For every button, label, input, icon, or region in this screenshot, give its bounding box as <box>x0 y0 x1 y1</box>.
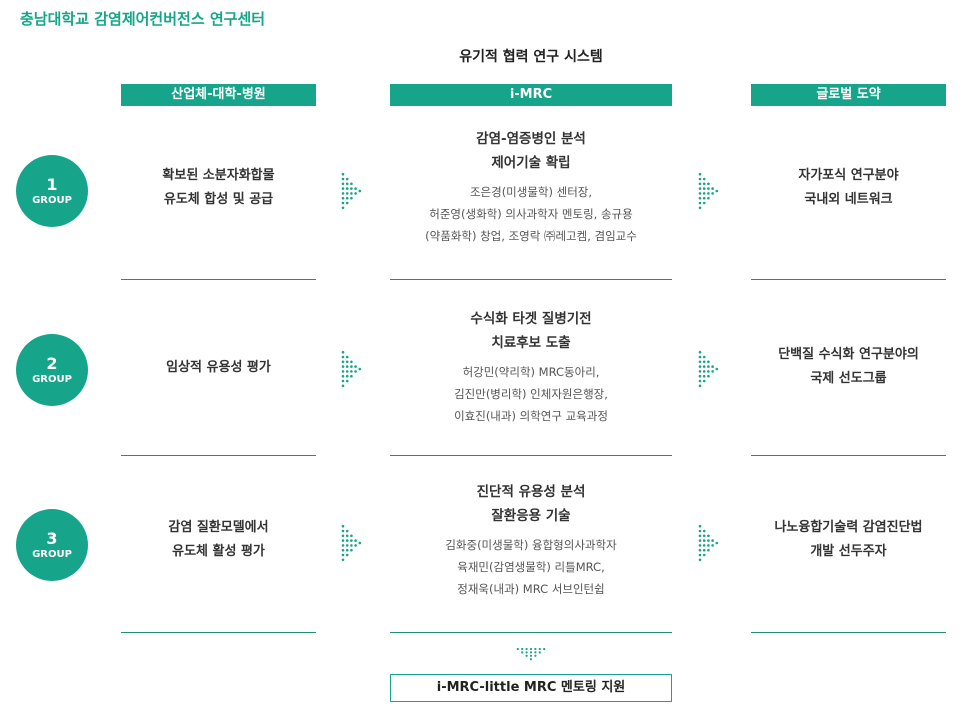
middle-title-line: 수식화 타겟 질병기전 <box>470 311 592 327</box>
group-label: GROUP <box>32 195 72 206</box>
mentoring-support-box: i-MRC-little MRC 멘토링 지원 <box>390 674 672 702</box>
dotted-arrow-right-icon <box>698 172 719 210</box>
column-header-imrc: i-MRC <box>390 84 672 106</box>
middle-desc-line: 허강민(약리학) MRC동아리, <box>462 365 600 379</box>
dotted-arrow-right-icon <box>341 524 362 562</box>
system-title: 유기적 협력 연구 시스템 <box>459 49 603 65</box>
middle-title-line: 제어기술 확립 <box>491 155 571 171</box>
right-line: 나노융합기술력 감염진단법 <box>774 520 923 535</box>
middle-desc-line: 김진만(병리학) 인체자원은행장, <box>454 387 608 401</box>
divider <box>751 632 946 633</box>
divider <box>751 279 946 280</box>
right-line: 개발 선두주자 <box>810 544 887 559</box>
right-line: 국제 선도그룹 <box>810 371 887 386</box>
site-title: 충남대학교 감염제어컨버전스 연구센터 <box>20 10 266 28</box>
middle-desc-line: 조은경(미생물학) 센터장, <box>469 185 593 199</box>
middle-desc-line: (약품화학) 창업, 조영락 ㈜레고켐, 겸임교수 <box>425 229 637 243</box>
left-line: 유도체 활성 평가 <box>172 544 265 559</box>
group-1-left-text: 확보된 소분자화합물 유도체 합성 및 공급 <box>121 164 316 212</box>
middle-desc-line: 김화중(미생물학) 융합형의사과학자 <box>445 538 617 552</box>
column-header-global: 글로벌 도약 <box>751 84 946 106</box>
divider <box>390 279 672 280</box>
group-3-right-text: 나노융합기술력 감염진단법 개발 선두주자 <box>751 516 946 564</box>
group-3-left-text: 감염 질환모델에서 유도체 활성 평가 <box>121 516 316 564</box>
right-line: 국내외 네트워크 <box>804 192 893 207</box>
group-number: 3 <box>46 529 58 548</box>
divider <box>121 632 316 633</box>
column-header-industry: 산업체-대학-병원 <box>121 84 316 106</box>
divider <box>121 279 316 280</box>
middle-desc-line: 정재욱(내과) MRC 서브인턴쉽 <box>457 582 605 596</box>
middle-desc-line: 이효진(내과) 의학연구 교육과정 <box>454 409 608 423</box>
divider <box>390 632 672 633</box>
group-label: GROUP <box>32 549 72 560</box>
divider <box>751 455 946 456</box>
middle-title-line: 잘환응용 기술 <box>491 508 571 524</box>
group-2-right-text: 단백질 수식화 연구분야의 국제 선도그룹 <box>751 343 946 391</box>
middle-title-line: 치료후보 도출 <box>491 335 571 351</box>
group-3-badge: 3 GROUP <box>16 509 88 581</box>
dotted-arrow-right-icon <box>698 524 719 562</box>
middle-title-line: 감염-염증병인 분석 <box>476 131 586 147</box>
right-line: 단백질 수식화 연구분야의 <box>778 347 919 362</box>
left-line: 임상적 유용성 평가 <box>166 360 271 375</box>
divider <box>390 455 672 456</box>
group-2-left-text: 임상적 유용성 평가 <box>121 356 316 380</box>
middle-desc-line: 육재민(감염생물학) 리틀MRC, <box>457 560 605 574</box>
left-line: 유도체 합성 및 공급 <box>163 192 274 207</box>
dotted-arrow-down-icon <box>516 647 546 661</box>
group-1-right-text: 자가포식 연구분야 국내외 네트워크 <box>751 164 946 212</box>
group-1-middle: 감염-염증병인 분석 제어기술 확립 조은경(미생물학) 센터장, 허준영(생화… <box>390 127 672 247</box>
left-line: 확보된 소분자화합물 <box>162 168 275 183</box>
group-1-badge: 1 GROUP <box>16 155 88 227</box>
middle-title-line: 진단적 유용성 분석 <box>476 484 586 500</box>
dotted-arrow-right-icon <box>341 172 362 210</box>
group-2-middle: 수식화 타겟 질병기전 치료후보 도출 허강민(약리학) MRC동아리, 김진만… <box>390 307 672 427</box>
group-2-badge: 2 GROUP <box>16 334 88 406</box>
group-number: 2 <box>46 354 58 373</box>
middle-desc-line: 허준영(생화학) 의사과학자 멘토링, 송규용 <box>429 207 633 221</box>
divider <box>121 455 316 456</box>
dotted-arrow-right-icon <box>698 350 719 388</box>
left-line: 감염 질환모델에서 <box>168 520 269 535</box>
group-3-middle: 진단적 유용성 분석 잘환응용 기술 김화중(미생물학) 융합형의사과학자 육재… <box>390 480 672 600</box>
group-label: GROUP <box>32 374 72 385</box>
dotted-arrow-right-icon <box>341 350 362 388</box>
group-number: 1 <box>46 175 58 194</box>
right-line: 자가포식 연구분야 <box>798 168 899 183</box>
